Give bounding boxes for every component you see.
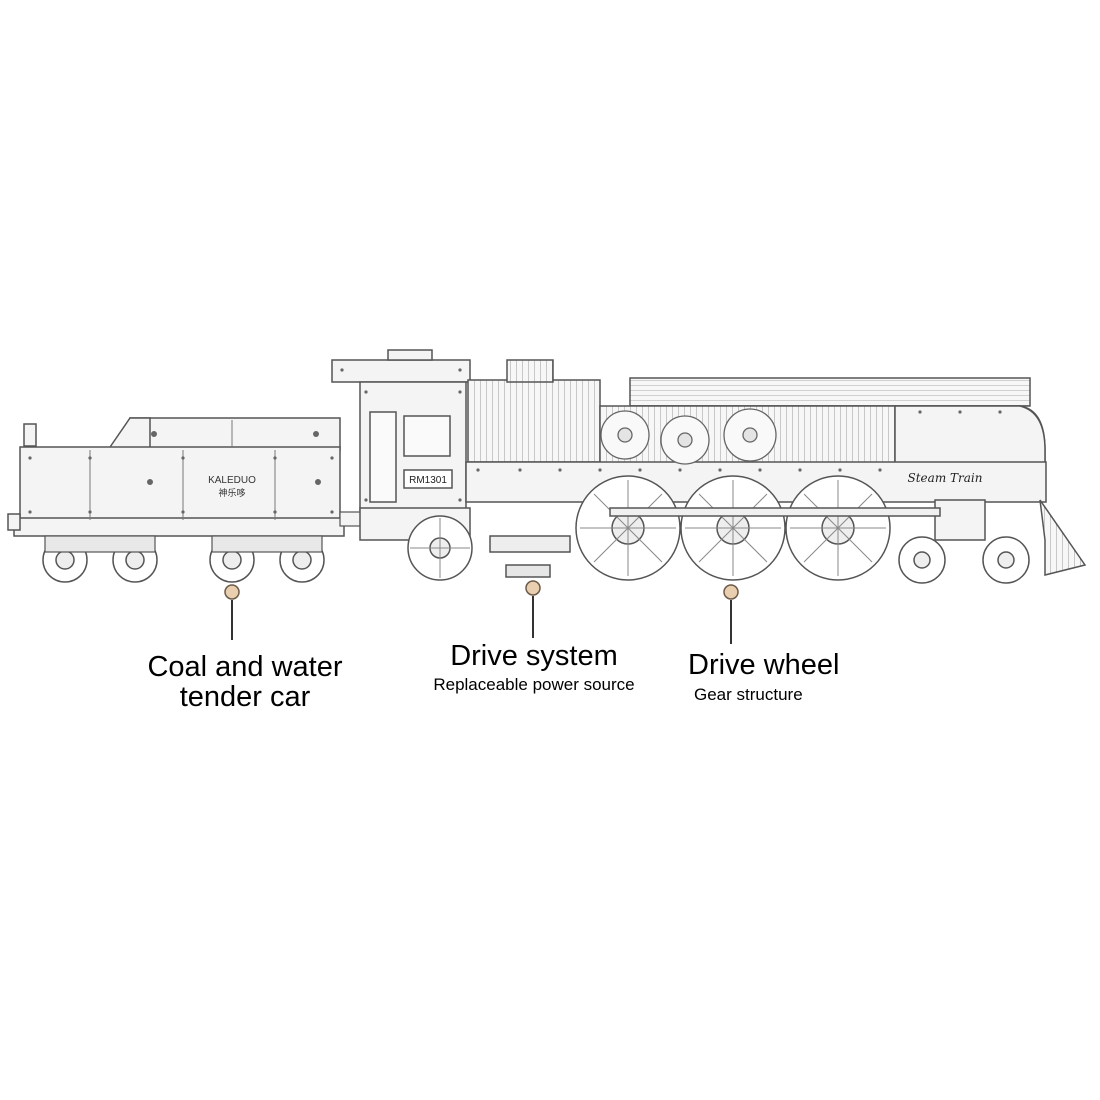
tender-body bbox=[19, 446, 341, 523]
smokebox-panel bbox=[894, 405, 1046, 469]
pony-wheel-1 bbox=[898, 536, 946, 584]
callout-drive-system-subtitle: Replaceable power source bbox=[433, 675, 635, 694]
locomotive-wheels bbox=[407, 475, 1030, 584]
connecting-rod bbox=[609, 507, 941, 517]
leader-marker-tender bbox=[224, 584, 240, 600]
cab-number: RM1301 bbox=[409, 475, 447, 486]
tender-brand-cn: 神乐哆 bbox=[218, 487, 245, 499]
engine-script: Steam Train bbox=[908, 471, 983, 485]
engine-rivets bbox=[476, 410, 1002, 472]
tender-coupling bbox=[339, 511, 363, 527]
leader-marker-drive-wheel bbox=[723, 584, 739, 600]
tender-rivets bbox=[28, 431, 334, 514]
cab-door bbox=[369, 411, 397, 503]
callout-drive-wheel: Drive wheel Gear structure bbox=[688, 650, 840, 705]
cab-roof-vent bbox=[387, 349, 433, 361]
cowcatcher bbox=[1039, 499, 1087, 576]
cab-rivets bbox=[340, 368, 462, 502]
cylinder-block bbox=[934, 499, 986, 541]
locomotive-engine: Steam Train bbox=[465, 359, 1087, 578]
top-gear-block bbox=[506, 359, 554, 383]
tender-brand: KALEDUO bbox=[208, 475, 256, 486]
wheel-spokes bbox=[410, 480, 886, 578]
callout-leaders bbox=[224, 580, 739, 644]
callout-tender-line1: Coal and water bbox=[147, 651, 343, 683]
tender-brake-post bbox=[23, 423, 37, 447]
tender-coal-bin bbox=[129, 417, 341, 451]
cab-number-plate bbox=[403, 469, 453, 489]
callout-tender: Coal and water tender car bbox=[120, 652, 370, 712]
drive-system-base bbox=[489, 535, 571, 553]
tender-car: KALEDUO 神乐哆 bbox=[7, 417, 345, 583]
tender-coal-slope bbox=[106, 417, 151, 451]
callout-tender-line2: tender car bbox=[179, 681, 311, 713]
leader-marker-drive-system bbox=[525, 580, 541, 596]
boiler-top bbox=[629, 377, 1031, 407]
coal-bunker-grille bbox=[467, 379, 601, 463]
tender-bogies bbox=[44, 535, 323, 553]
cab-window bbox=[403, 415, 451, 457]
callout-drive-system: Drive system Replaceable power source bbox=[414, 641, 654, 695]
cab-roof bbox=[331, 359, 471, 383]
callout-drive-wheel-subtitle: Gear structure bbox=[694, 685, 803, 704]
pony-wheel-2 bbox=[982, 536, 1030, 584]
drive-system-foot bbox=[505, 564, 551, 578]
tender-frame bbox=[13, 517, 345, 537]
tender-panel-lines bbox=[89, 420, 276, 520]
callout-drive-wheel-title: Drive wheel bbox=[688, 649, 840, 681]
tender-coupler bbox=[7, 513, 21, 531]
callout-drive-system-title: Drive system bbox=[450, 640, 618, 672]
visible-gears bbox=[600, 408, 777, 465]
